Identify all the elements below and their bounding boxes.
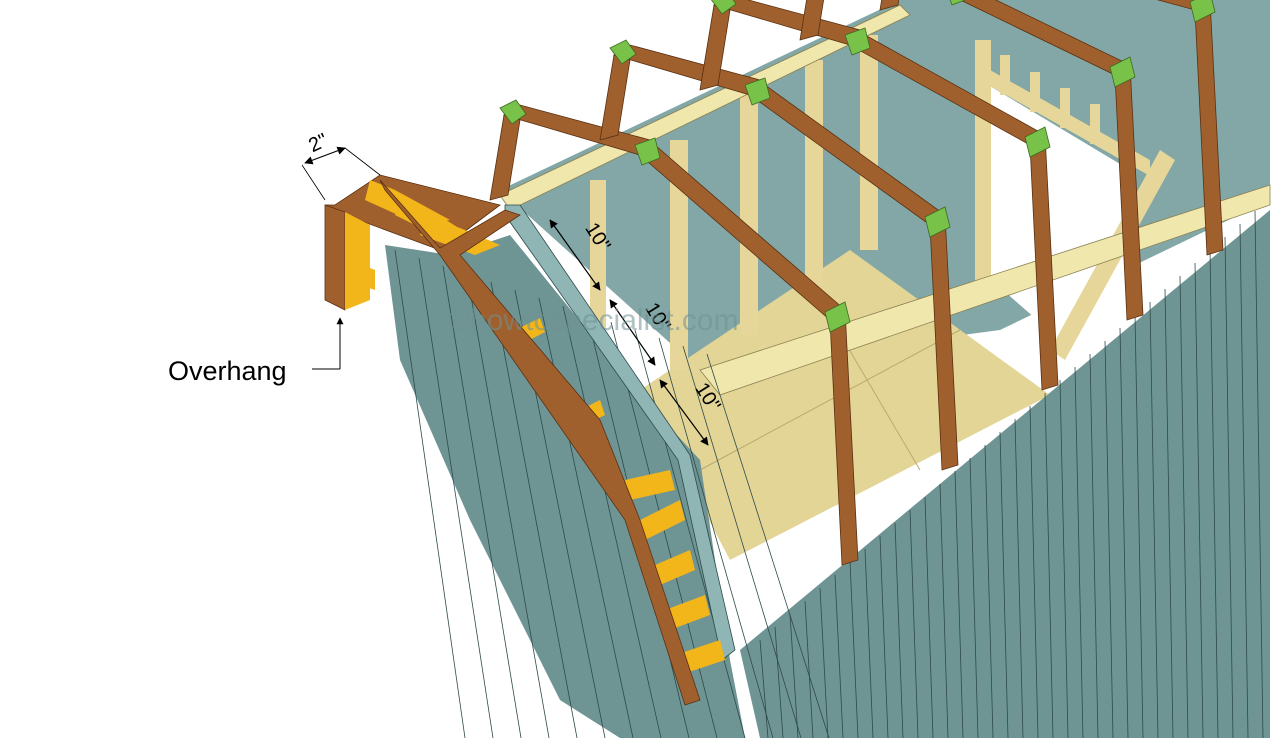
roof-truss	[879, 0, 1224, 256]
right-side-wall	[740, 210, 1270, 738]
siding-line	[394, 249, 466, 738]
siding-line	[999, 431, 1009, 738]
gusset-plate	[844, 27, 871, 56]
gusset-plate	[824, 301, 851, 333]
watermark: ©howtospecialist.com	[448, 304, 739, 337]
siding-line	[1179, 275, 1189, 738]
siding-line	[706, 353, 830, 738]
siding-line	[1044, 392, 1054, 738]
siding-line	[490, 281, 578, 738]
siding-line	[774, 626, 784, 738]
roof-trusses	[489, 0, 1224, 566]
siding-line	[969, 457, 979, 738]
gusset-plate	[1189, 0, 1216, 23]
rafter	[613, 44, 761, 96]
siding-line	[1224, 236, 1234, 738]
siding-line	[1029, 405, 1039, 738]
roof-truss	[489, 99, 859, 566]
overhang-dimension	[301, 146, 381, 201]
siding-line	[954, 470, 964, 738]
gusset-plate	[1024, 126, 1051, 158]
siding-line	[1164, 288, 1174, 738]
overhang-label: Overhang	[168, 356, 287, 386]
roof-truss	[599, 39, 959, 471]
gable-trim	[504, 204, 736, 661]
siding-line	[1059, 379, 1069, 738]
siding-line	[1014, 418, 1024, 738]
gusset-plate	[744, 77, 771, 106]
siding-line	[834, 574, 844, 738]
siding-line	[879, 535, 889, 738]
gable-rafter	[379, 179, 701, 706]
siding-line	[442, 265, 522, 738]
siding-line	[1254, 210, 1264, 738]
overhang-leader	[312, 317, 344, 370]
overhang-framing	[324, 174, 725, 675]
roof-truss	[699, 0, 1059, 391]
gusset-plate	[924, 206, 951, 238]
siding-line	[466, 273, 550, 738]
siding-line	[819, 587, 829, 738]
siding-line	[894, 522, 904, 738]
siding-line	[789, 613, 799, 738]
gusset-plate	[1109, 56, 1136, 88]
siding-line	[1089, 353, 1099, 738]
siding-line	[924, 496, 934, 738]
roof-truss	[799, 0, 1144, 321]
siding-line	[418, 257, 494, 738]
siding-line	[1119, 327, 1129, 738]
siding-line	[634, 329, 746, 738]
siding-line	[1194, 262, 1204, 738]
rafter	[879, 0, 900, 11]
siding-line	[1239, 223, 1249, 738]
rafter	[799, 0, 825, 41]
siding-line	[909, 509, 919, 738]
siding-line	[1209, 249, 1219, 738]
gusset-plate	[634, 137, 661, 166]
siding-line	[1104, 340, 1114, 738]
siding-line	[1134, 314, 1144, 738]
rafter	[599, 54, 631, 141]
siding-line	[1074, 366, 1084, 738]
gusset-plate	[711, 0, 737, 15]
rafter	[713, 0, 861, 46]
siding-line	[864, 548, 874, 738]
spacing-dimensions	[549, 219, 709, 446]
siding-line	[939, 483, 949, 738]
siding-line	[1149, 301, 1159, 738]
gusset-plate	[499, 99, 527, 125]
overhang-dimension-label: 2"	[305, 129, 331, 157]
siding-line	[849, 561, 859, 738]
gusset-plate	[609, 39, 637, 65]
siding-line	[804, 600, 814, 738]
gusset-plate	[949, 0, 966, 6]
siding-line	[759, 639, 769, 738]
siding-line	[562, 305, 662, 738]
siding-line	[984, 444, 994, 738]
